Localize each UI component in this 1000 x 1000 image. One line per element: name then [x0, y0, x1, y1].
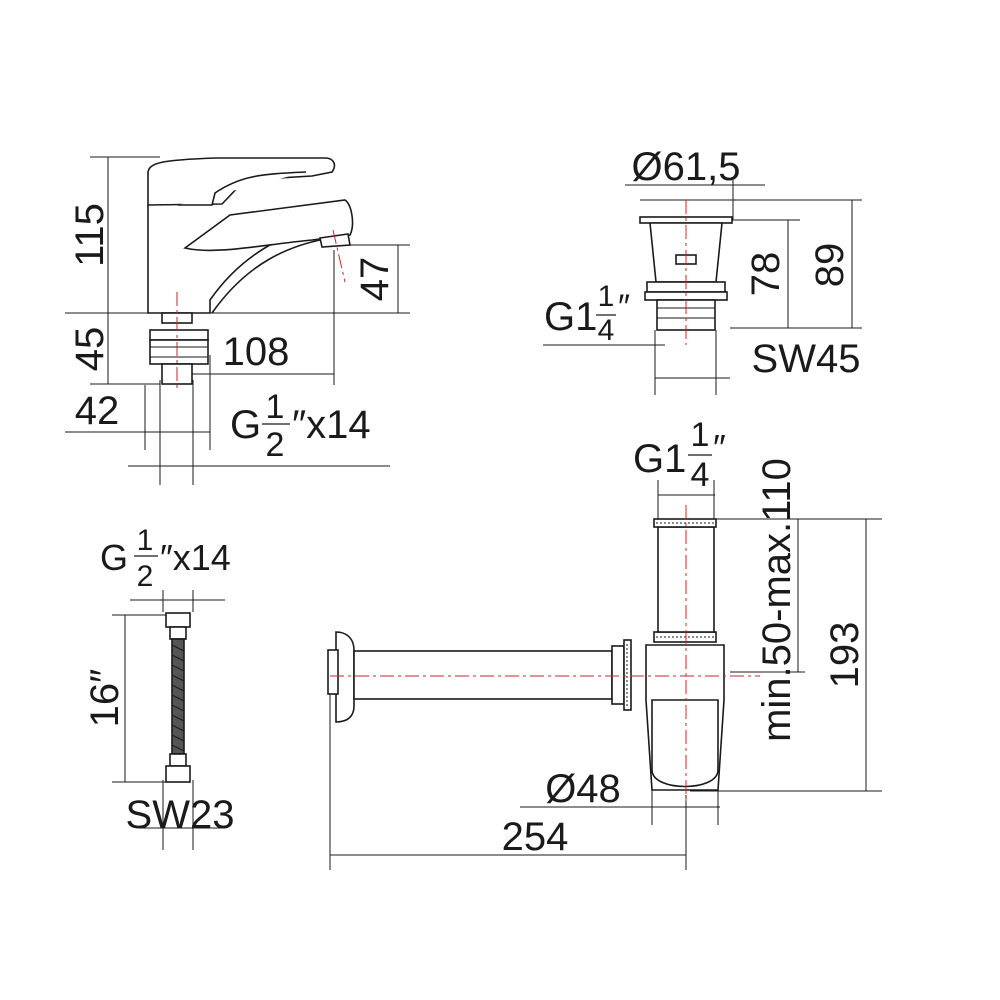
- siphon-thread-label: G1 1 4 ″: [633, 416, 726, 494]
- drain-thread-label: G1 1 4 ″: [544, 280, 630, 347]
- svg-text:″: ″: [713, 427, 726, 468]
- svg-text:1: 1: [137, 524, 154, 557]
- svg-text:1: 1: [691, 416, 710, 454]
- faucet-spout-height-label: 47: [353, 257, 397, 302]
- siphon-view: G1 1 4 ″ min.50-max.110 193 Ø48 254: [327, 416, 882, 870]
- faucet-reach-label: 108: [223, 330, 290, 374]
- svg-text:1: 1: [598, 280, 615, 313]
- hose-thread-label: G 1 2 ″x14: [100, 524, 231, 593]
- svg-text:G1: G1: [544, 295, 597, 339]
- svg-text:2: 2: [137, 560, 154, 593]
- drain-view: Ø61,5 78 89 G1 1 4 ″ SW45: [543, 145, 862, 395]
- svg-text:4: 4: [598, 314, 615, 347]
- faucet-view: 115 47 45 108 42 G 1 2 ″x14: [65, 156, 410, 485]
- drain-height-inner-label: 78: [744, 252, 788, 297]
- svg-text:4: 4: [691, 456, 710, 494]
- svg-text:″x14: ″x14: [160, 537, 231, 578]
- svg-text:G: G: [230, 403, 261, 447]
- svg-text:1: 1: [266, 388, 285, 426]
- hose-view: G 1 2 ″x14 16″ SW23: [83, 524, 234, 850]
- svg-text:″x14: ″x14: [292, 403, 371, 447]
- siphon-diameter-label: Ø48: [545, 767, 621, 811]
- svg-text:G: G: [100, 537, 128, 578]
- svg-text:″: ″: [618, 288, 630, 326]
- drain-wrench-label: SW45: [752, 337, 861, 381]
- svg-text:2: 2: [266, 426, 285, 464]
- drain-height-outer-label: 89: [808, 243, 852, 288]
- siphon-length-label: 254: [502, 815, 569, 859]
- siphon-height-label: 193: [823, 622, 867, 689]
- faucet-thread-label: G 1 2 ″x14: [230, 388, 371, 464]
- drain-diameter-label: Ø61,5: [632, 145, 741, 189]
- faucet-base-height-label: 45: [68, 327, 112, 372]
- hose-wrench-label: SW23: [126, 793, 235, 837]
- faucet-base-width-label: 42: [75, 389, 120, 433]
- hose-length-label: 16″: [83, 669, 127, 728]
- svg-text:G1: G1: [633, 437, 686, 481]
- faucet-height-label: 115: [68, 203, 112, 267]
- siphon-adjust-range-label: min.50-max.110: [755, 458, 799, 742]
